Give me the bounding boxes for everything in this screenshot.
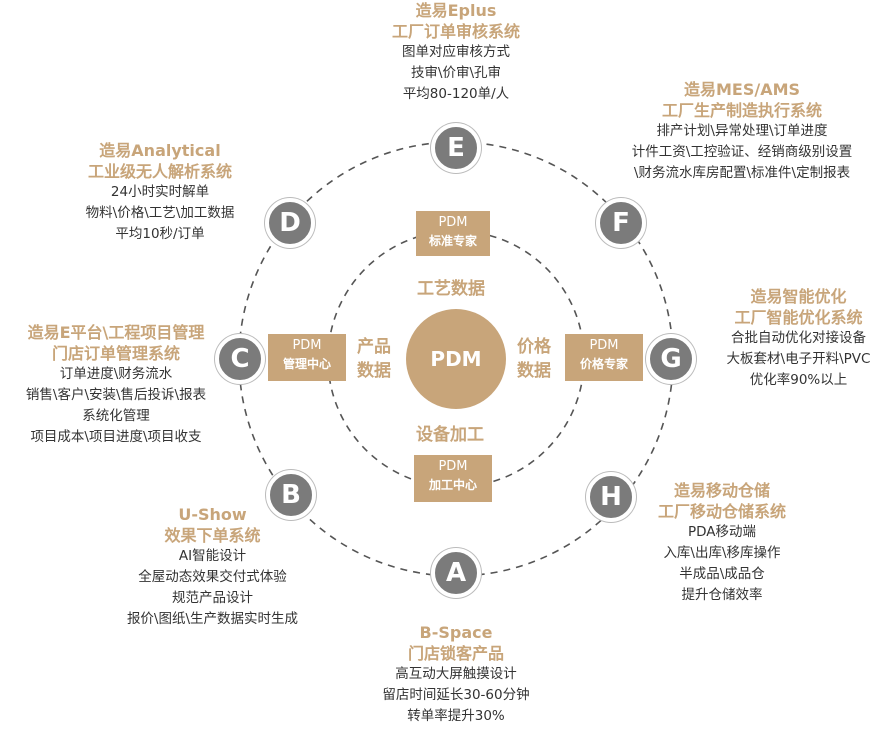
label-price-data: 价格 数据 — [517, 335, 551, 383]
node-e: E — [431, 123, 481, 173]
node-d: D — [265, 198, 315, 248]
pdm-box-title: PDM — [438, 215, 468, 230]
system-a-line: 留店时间延长30-60分钟 — [382, 687, 530, 703]
system-h-line: PDA移动端 — [687, 524, 757, 540]
system-b-subtitle: 效果下单系统 — [164, 526, 261, 545]
pdm-box-subtitle: 价格专家 — [579, 357, 628, 371]
system-h-line: 半成品\成品仓 — [679, 566, 765, 582]
pdm-box-title: PDM — [589, 338, 619, 353]
system-c-block: 造易E平台\工程项目管理 门店订单管理系统 订单进度\财务流水 销售\客户\安装… — [0, 322, 232, 448]
label-product-data: 产品 数据 — [357, 335, 391, 383]
node-h: H — [586, 472, 636, 522]
system-c-line: 订单进度\财务流水 — [59, 366, 173, 382]
system-d-line: 物料\价格\工艺\加工数据 — [85, 205, 235, 221]
pdm-box-subtitle: 加工中心 — [428, 478, 477, 492]
system-c-line: 销售\客户\安装\售后投诉\报表 — [25, 387, 207, 403]
system-c-line: 项目成本\项目进度\项目收支 — [30, 429, 202, 445]
system-g-name: 造易智能优化 — [750, 287, 847, 306]
pdm-box-standard-expert: PDM 标准专家 — [416, 211, 490, 256]
node-a: A — [431, 548, 481, 598]
system-f-line: 排产计划\异常处理\订单进度 — [656, 123, 828, 139]
pdm-box-management-center: PDM 管理中心 — [268, 334, 346, 381]
system-f-line: 计件工资\工控验证、经销商级别设置 — [631, 144, 853, 160]
node-b: B — [266, 470, 316, 520]
system-h-subtitle: 工厂移动仓储系统 — [657, 502, 786, 521]
system-c-line: 系统化管理 — [82, 408, 150, 424]
system-f-subtitle: 工厂生产制造执行系统 — [661, 101, 822, 120]
pdm-box-subtitle: 管理中心 — [282, 357, 331, 371]
label-price-data-line1: 价格 — [517, 337, 551, 357]
system-g-subtitle: 工厂智能优化系统 — [734, 308, 863, 327]
system-f-name: 造易MES/AMS — [683, 80, 801, 99]
pdm-box-price-expert: PDM 价格专家 — [565, 334, 643, 381]
system-e-line: 技审\价审\孔审 — [410, 65, 502, 81]
node-g: G — [646, 334, 696, 384]
system-d-line: 平均10秒/订单 — [115, 226, 205, 242]
node-f: F — [596, 198, 646, 248]
system-d-name: 造易Analytical — [99, 141, 221, 160]
system-d-line: 24小时实时解单 — [110, 184, 210, 200]
system-e-line: 平均80-120单/人 — [402, 86, 510, 102]
system-e-subtitle: 工厂订单审核系统 — [391, 22, 520, 41]
system-c-subtitle: 门店订单管理系统 — [51, 344, 180, 363]
system-b-line: AI智能设计 — [178, 548, 247, 564]
pdm-box-title: PDM — [438, 459, 468, 474]
system-g-block: 造易智能优化 工厂智能优化系统 合批自动优化对接设备 大板套材\电子开料\PVC… — [706, 286, 891, 391]
system-b-name: U-Show — [178, 505, 247, 524]
system-d-block: 造易Analytical 工业级无人解析系统 24小时实时解单 物料\价格\工艺… — [50, 140, 270, 245]
system-h-line: 入库\出库\移库操作 — [663, 545, 781, 561]
system-a-line: 转单率提升30% — [407, 708, 505, 724]
system-b-block: U-Show 效果下单系统 AI智能设计 全屋动态效果交付式体验 规范产品设计 … — [100, 504, 325, 630]
system-b-line: 报价\图纸\生产数据实时生成 — [126, 611, 299, 627]
system-d-subtitle: 工业级无人解析系统 — [87, 162, 232, 181]
system-g-line: 大板套材\电子开料\PVC — [726, 351, 871, 367]
system-a-block: B-Space 门店锁客产品 高互动大屏触摸设计 留店时间延长30-60分钟 转… — [346, 622, 566, 727]
system-h-block: 造易移动仓储 工厂移动仓储系统 PDA移动端 入库\出库\移库操作 半成品\成品… — [638, 480, 806, 606]
system-b-line: 规范产品设计 — [172, 590, 253, 606]
system-b-line: 全屋动态效果交付式体验 — [138, 569, 287, 585]
label-equipment-processing: 设备加工 — [416, 425, 484, 445]
system-f-block: 造易MES/AMS 工厂生产制造执行系统 排产计划\异常处理\订单进度 计件工资… — [595, 79, 889, 184]
system-a-line: 高互动大屏触摸设计 — [395, 666, 517, 682]
label-product-data-line2: 数据 — [357, 361, 391, 381]
system-e-block: 造易Eplus 工厂订单审核系统 图单对应审核方式 技审\价审\孔审 平均80-… — [356, 0, 556, 105]
pdm-box-processing-center: PDM 加工中心 — [414, 455, 492, 502]
center-pdm-circle: PDM — [406, 309, 506, 409]
system-g-line: 优化率90%以上 — [749, 372, 848, 388]
pdm-box-subtitle: 标准专家 — [428, 234, 477, 248]
system-h-line: 提升仓储效率 — [681, 587, 763, 603]
system-a-subtitle: 门店锁客产品 — [407, 644, 504, 663]
label-process-data: 工艺数据 — [417, 279, 485, 299]
system-h-name: 造易移动仓储 — [673, 481, 770, 500]
system-e-name: 造易Eplus — [415, 1, 497, 20]
system-e-line: 图单对应审核方式 — [402, 44, 510, 60]
system-f-line: \财务流水库房配置\标准件\定制报表 — [633, 165, 851, 181]
label-price-data-line2: 数据 — [517, 361, 551, 381]
system-a-name: B-Space — [419, 623, 493, 642]
system-c-name: 造易E平台\工程项目管理 — [27, 323, 205, 342]
label-product-data-line1: 产品 — [357, 337, 391, 357]
node-c: C — [215, 334, 265, 384]
system-g-line: 合批自动优化对接设备 — [731, 330, 866, 346]
pdm-box-title: PDM — [292, 338, 322, 353]
